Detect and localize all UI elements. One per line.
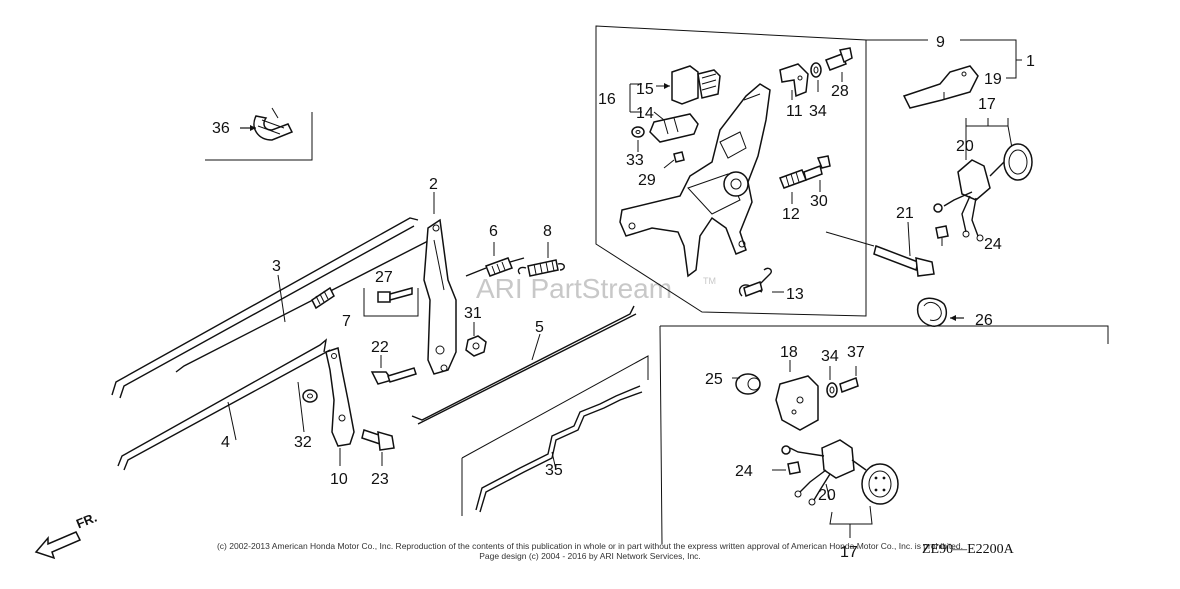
callout-35: 35 — [545, 462, 563, 479]
part-25-grommet[interactable] — [732, 373, 761, 395]
callout-12: 12 — [782, 206, 800, 223]
part-7-choke-rod[interactable] — [175, 239, 431, 373]
part-14-switch-plate[interactable] — [649, 111, 699, 143]
part-6-spring[interactable] — [465, 242, 525, 277]
callout-20-upper: 20 — [956, 138, 974, 155]
control-base-frame — [595, 25, 867, 317]
callout-1: 1 — [1026, 53, 1035, 70]
callout-29: 29 — [638, 172, 656, 189]
part-11-bracket[interactable] — [779, 63, 809, 100]
callout-24-upper: 24 — [984, 236, 1002, 253]
callout-21: 21 — [896, 205, 914, 222]
callout-26: 26 — [975, 312, 993, 329]
part-31-nut[interactable] — [465, 322, 487, 357]
callout-9: 9 — [936, 34, 945, 51]
callout-32: 32 — [294, 434, 312, 451]
callout-36: 36 — [212, 120, 230, 137]
part-26-clip[interactable] — [916, 297, 964, 327]
callout-17-upper: 17 — [978, 96, 996, 113]
part-35-cable-guide[interactable] — [461, 355, 649, 516]
callout-15: 15 — [636, 81, 654, 98]
copyright-notice: (c) 2002-2013 American Honda Motor Co., … — [216, 541, 964, 551]
callout-37: 37 — [847, 344, 865, 361]
part-28-bolt[interactable] — [825, 47, 853, 82]
callout-11: 11 — [786, 103, 803, 120]
part-15-stop-switch[interactable] — [656, 65, 721, 105]
callout-9-1-lines — [866, 39, 1022, 79]
callout-17-lower: 17 — [840, 544, 858, 561]
callout-14: 14 — [636, 105, 654, 122]
part-17-20-switch-harness-upper[interactable] — [933, 118, 1033, 242]
callout-23: 23 — [371, 471, 389, 488]
part-5-rod[interactable] — [411, 305, 637, 425]
page-design-notice: Page design (c) 2004 - 2016 by ARI Netwo… — [479, 551, 701, 561]
callout-18: 18 — [780, 344, 798, 361]
callout-2: 2 — [429, 176, 438, 193]
callout-3: 3 — [272, 258, 281, 275]
callout-19: 19 — [984, 71, 1002, 88]
part-17-20-switch-harness-lower[interactable] — [781, 439, 899, 538]
part-36-cable-clip[interactable] — [205, 107, 313, 161]
part-21-long-bolt[interactable] — [825, 221, 935, 277]
callout-27: 27 — [375, 269, 393, 286]
part-23-flange-bolt[interactable] — [361, 429, 395, 466]
part-8-spring[interactable] — [517, 242, 565, 277]
callout-8: 8 — [543, 223, 552, 240]
part-10-throttle-arm[interactable] — [325, 347, 355, 466]
part-4-throttle-rod[interactable] — [117, 338, 331, 471]
part-3-governor-rod[interactable] — [111, 217, 419, 399]
callout-7: 7 — [342, 313, 351, 330]
part-34-washer-top[interactable] — [810, 62, 822, 92]
callout-4: 4 — [221, 434, 230, 451]
watermark-trademark: TM — [703, 276, 716, 286]
callout-22: 22 — [371, 339, 389, 356]
callout-5: 5 — [535, 319, 544, 336]
part-2-control-lever[interactable] — [423, 192, 457, 375]
callout-34-upper: 34 — [809, 103, 827, 120]
callout-30: 30 — [810, 193, 828, 210]
callout-31: 31 — [464, 305, 482, 322]
part-18-bracket[interactable] — [775, 360, 819, 431]
front-direction-arrow-icon — [34, 531, 82, 560]
callout-labels: 36 2 3 27 7 6 8 31 22 5 4 32 10 23 35 15… — [212, 34, 1035, 561]
part-24-screw-upper[interactable] — [935, 225, 949, 246]
part-30-screw[interactable] — [803, 155, 831, 192]
callout-13: 13 — [786, 286, 804, 303]
callout-10: 10 — [330, 471, 348, 488]
diagram-code: ZE90—E2200A — [922, 542, 1014, 557]
callout-25: 25 — [705, 371, 723, 388]
callout-16: 16 — [598, 91, 616, 108]
part-27-bolt[interactable] — [363, 287, 419, 317]
part-37-screw[interactable] — [839, 366, 859, 393]
part-12-spring[interactable] — [779, 169, 807, 204]
part-13-spring[interactable] — [738, 267, 784, 297]
part-24-screw-lower[interactable] — [772, 461, 801, 475]
callout-16-bracket — [629, 83, 642, 113]
lower-right-frame — [659, 325, 1109, 545]
callout-6: 6 — [489, 223, 498, 240]
part-34-washer-lower[interactable] — [826, 366, 838, 398]
part-32-washer[interactable] — [297, 381, 318, 433]
part-29-screw[interactable] — [663, 151, 685, 169]
watermark-text: ARI PartStream — [476, 273, 672, 304]
callout-20-lower: 20 — [818, 487, 836, 504]
callout-34-lower: 34 — [821, 348, 839, 365]
part-22-bolt[interactable] — [370, 355, 417, 385]
part-33-washer[interactable] — [631, 126, 645, 152]
callout-24-lower: 24 — [735, 463, 753, 480]
callout-28: 28 — [831, 83, 849, 100]
part-control-base-bracket[interactable] — [619, 83, 771, 278]
part-19-lever-plate[interactable] — [902, 65, 979, 109]
callout-33: 33 — [626, 152, 644, 169]
